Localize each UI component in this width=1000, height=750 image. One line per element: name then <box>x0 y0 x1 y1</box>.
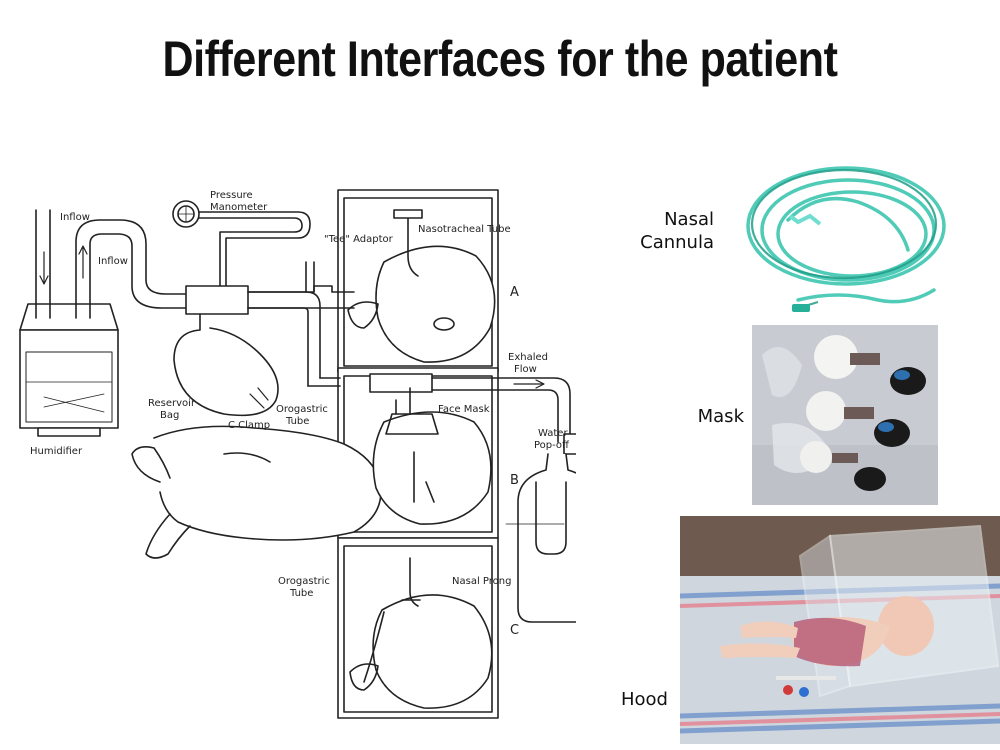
nasal-cannula-label: Nasal Cannula <box>610 208 714 254</box>
label-manometer: Manometer <box>210 202 268 213</box>
slide-title: Different Interfaces for the patient <box>162 31 838 87</box>
reservoir-bag <box>173 313 279 417</box>
label-c-clamp: C Clamp <box>228 420 270 431</box>
pressure-manometer <box>172 200 311 289</box>
label-popoff: Pop-off <box>534 440 570 451</box>
label-flow: Flow <box>514 364 537 375</box>
label-reservoir: Reservoir <box>148 398 196 409</box>
nasal-cannula-label-line1: Nasal <box>664 209 714 230</box>
mask-label: Mask <box>697 406 744 427</box>
panel-label-b: B <box>510 473 519 488</box>
label-nasotracheal-tube: Nasotracheal Tube <box>418 224 511 235</box>
hood-image <box>680 516 1000 744</box>
main-tubing <box>185 261 571 443</box>
label-nasal-prong: Nasal Prong <box>452 576 511 587</box>
label-tee-adaptor: "Tee" Adaptor <box>324 234 394 245</box>
label-face-mask: Face Mask <box>438 404 490 415</box>
label-inflow-mid: Inflow <box>98 256 128 267</box>
infant-panel-a <box>347 209 496 363</box>
infant-panel-c <box>349 557 493 709</box>
panel-label-a: A <box>510 285 519 300</box>
hood-label: Hood <box>621 689 668 710</box>
infant-panel-b <box>372 387 492 525</box>
label-tube-2: Tube <box>289 588 313 599</box>
label-humidifier: Humidifier <box>30 446 83 457</box>
mask-image <box>752 325 938 505</box>
label-pressure: Pressure <box>210 190 253 201</box>
label-tube-1: Tube <box>285 416 309 427</box>
panel-label-c: C <box>510 623 519 638</box>
label-bag: Bag <box>160 410 179 421</box>
infant-body <box>131 425 382 559</box>
label-inflow-top: Inflow <box>60 212 90 223</box>
label-orogastric-1: Orogastric <box>276 404 328 415</box>
label-exhaled: Exhaled <box>508 352 548 363</box>
humidifier <box>19 209 187 437</box>
cpap-circuit-diagram: Inflow Inflow Pressure Manometer "Tee" A… <box>19 189 576 719</box>
label-water: Water <box>538 428 568 439</box>
label-orogastric-2: Orogastric <box>278 576 330 587</box>
nasal-cannula-image <box>728 150 950 322</box>
water-popoff-bottle <box>505 433 576 623</box>
nasal-cannula-label-line2: Cannula <box>640 232 714 253</box>
